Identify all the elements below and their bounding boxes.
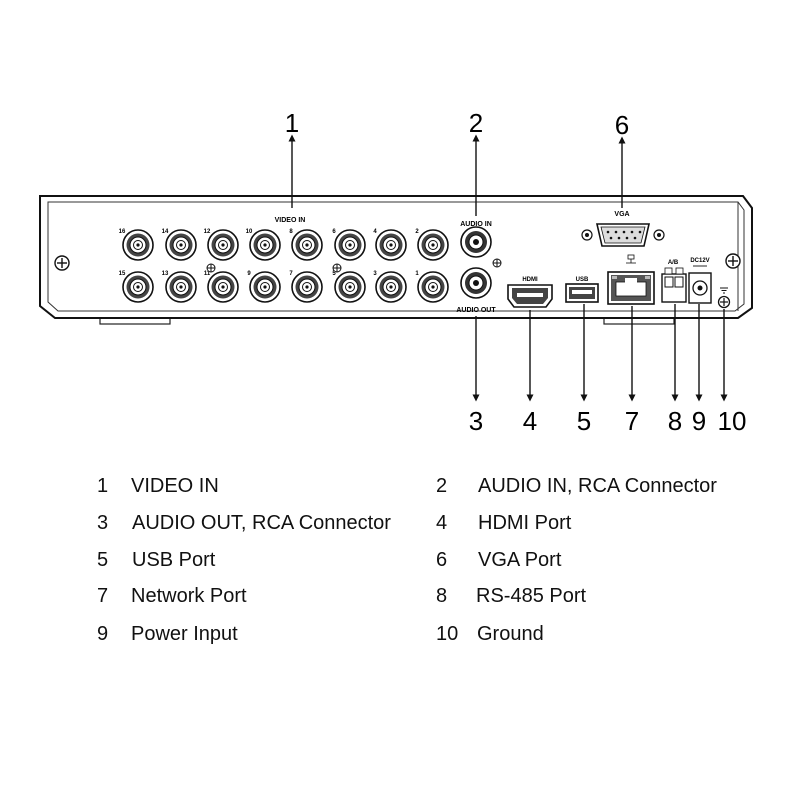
callout-1: 1 xyxy=(285,108,299,138)
video-in-label: VIDEO IN xyxy=(275,217,306,224)
bnc-connector: 12 xyxy=(204,229,239,261)
bnc-channel-label: 2 xyxy=(415,229,419,235)
callout-6: 6 xyxy=(615,110,629,140)
audio-out-label: AUDIO OUT xyxy=(456,307,496,314)
bnc-connector: 2 xyxy=(415,229,449,261)
bnc-channel-label: 12 xyxy=(204,229,211,235)
bnc-connector: 5 xyxy=(332,271,366,303)
callout-4: 4 xyxy=(523,406,537,436)
bnc-connector: 4 xyxy=(373,229,407,261)
legend-text: Ground xyxy=(477,623,544,645)
callout-lines xyxy=(288,134,728,402)
bnc-channel-label: 4 xyxy=(373,229,377,235)
bnc-channel-label: 7 xyxy=(289,271,293,277)
audio-out-connector xyxy=(460,267,492,299)
usb-port xyxy=(565,283,599,303)
bnc-connector: 13 xyxy=(162,271,197,303)
bnc-connector: 14 xyxy=(162,229,197,261)
bnc-connector: 7 xyxy=(289,271,323,303)
vga-label: VGA xyxy=(614,211,629,218)
legend: 1 VIDEO IN 2 AUDIO IN, RCA Connector 3 A… xyxy=(0,468,800,668)
legend-number: 5 xyxy=(97,549,109,571)
legend-number: 6 xyxy=(436,549,448,571)
legend-number: 7 xyxy=(97,585,109,607)
legend-number: 1 xyxy=(97,475,109,497)
rs485-port xyxy=(661,267,687,303)
bnc-connector: 10 xyxy=(246,229,281,261)
dc-label: DC12V xyxy=(690,258,709,264)
legend-text: AUDIO OUT, RCA Connector xyxy=(132,512,391,534)
power-input xyxy=(688,265,712,304)
bnc-connector: 11 xyxy=(204,271,239,303)
bnc-connector: 6 xyxy=(332,229,366,261)
legend-number: 3 xyxy=(97,512,109,534)
bnc-connector: 15 xyxy=(119,271,154,303)
bnc-connector: 1 xyxy=(415,271,449,303)
callout-numbers: 1 2 3 4 5 6 7 8 9 10 xyxy=(285,108,747,436)
screw-right xyxy=(725,253,741,269)
callout-7: 7 xyxy=(625,406,639,436)
legend-number: 2 xyxy=(436,475,448,497)
legend-text: Power Input xyxy=(131,623,238,645)
bnc-connector: 16 xyxy=(119,229,154,261)
bnc-connector: 3 xyxy=(373,271,407,303)
callout-10: 10 xyxy=(718,406,747,436)
bnc-screw-right xyxy=(332,263,342,273)
vga-port xyxy=(581,223,665,247)
bnc-channel-label: 8 xyxy=(289,229,293,235)
rear-panel-diagram: VIDEO IN AUDIO IN AUDIO OUT VGA HDMI USB… xyxy=(39,108,753,436)
screw-left xyxy=(54,255,70,271)
callout-3: 3 xyxy=(469,406,483,436)
legend-text: VIDEO IN xyxy=(131,475,219,497)
bnc-channel-label: 11 xyxy=(204,271,211,277)
legend-text: Network Port xyxy=(131,585,247,607)
legend-text: AUDIO IN, RCA Connector xyxy=(478,475,717,497)
audio-in-label: AUDIO IN xyxy=(460,221,492,228)
bnc-channel-label: 6 xyxy=(332,229,336,235)
legend-text: VGA Port xyxy=(478,549,562,571)
legend-number: 8 xyxy=(436,585,448,607)
bnc-screw-left xyxy=(206,263,216,273)
bnc-channel-label: 14 xyxy=(162,229,169,235)
hdmi-port xyxy=(507,284,553,308)
bnc-channel-label: 3 xyxy=(373,271,377,277)
bnc-connectors: 16 14 12 10 8 6 4 2 15 13 11 9 7 5 3 1 xyxy=(119,229,449,303)
legend-text: RS-485 Port xyxy=(476,585,587,607)
legend-text: USB Port xyxy=(132,549,216,571)
bnc-connector: 8 xyxy=(289,229,323,261)
bnc-connector: 9 xyxy=(247,271,281,303)
audio-screw xyxy=(492,258,502,268)
bnc-channel-label: 1 xyxy=(415,271,419,277)
bnc-channel-label: 15 xyxy=(119,271,126,277)
bnc-channel-label: 16 xyxy=(119,229,126,235)
callout-9: 9 xyxy=(692,406,706,436)
hdmi-label: HDMI xyxy=(522,277,538,283)
ground-terminal xyxy=(717,287,731,309)
usb-label: USB xyxy=(576,277,589,283)
legend-number: 10 xyxy=(436,623,459,645)
bnc-channel-label: 13 xyxy=(162,271,169,277)
bnc-channel-label: 10 xyxy=(246,229,253,235)
legend-number: 9 xyxy=(97,623,109,645)
audio-in-connector xyxy=(460,226,492,258)
bnc-channel-label: 5 xyxy=(332,271,336,277)
callout-8: 8 xyxy=(668,406,682,436)
network-port xyxy=(607,271,655,305)
callout-2: 2 xyxy=(469,108,483,138)
bnc-channel-label: 9 xyxy=(247,271,251,277)
callout-5: 5 xyxy=(577,406,591,436)
legend-number: 4 xyxy=(436,512,448,534)
legend-text: HDMI Port xyxy=(478,512,572,534)
ab-label: A/B xyxy=(668,260,679,266)
network-icon xyxy=(626,254,636,264)
